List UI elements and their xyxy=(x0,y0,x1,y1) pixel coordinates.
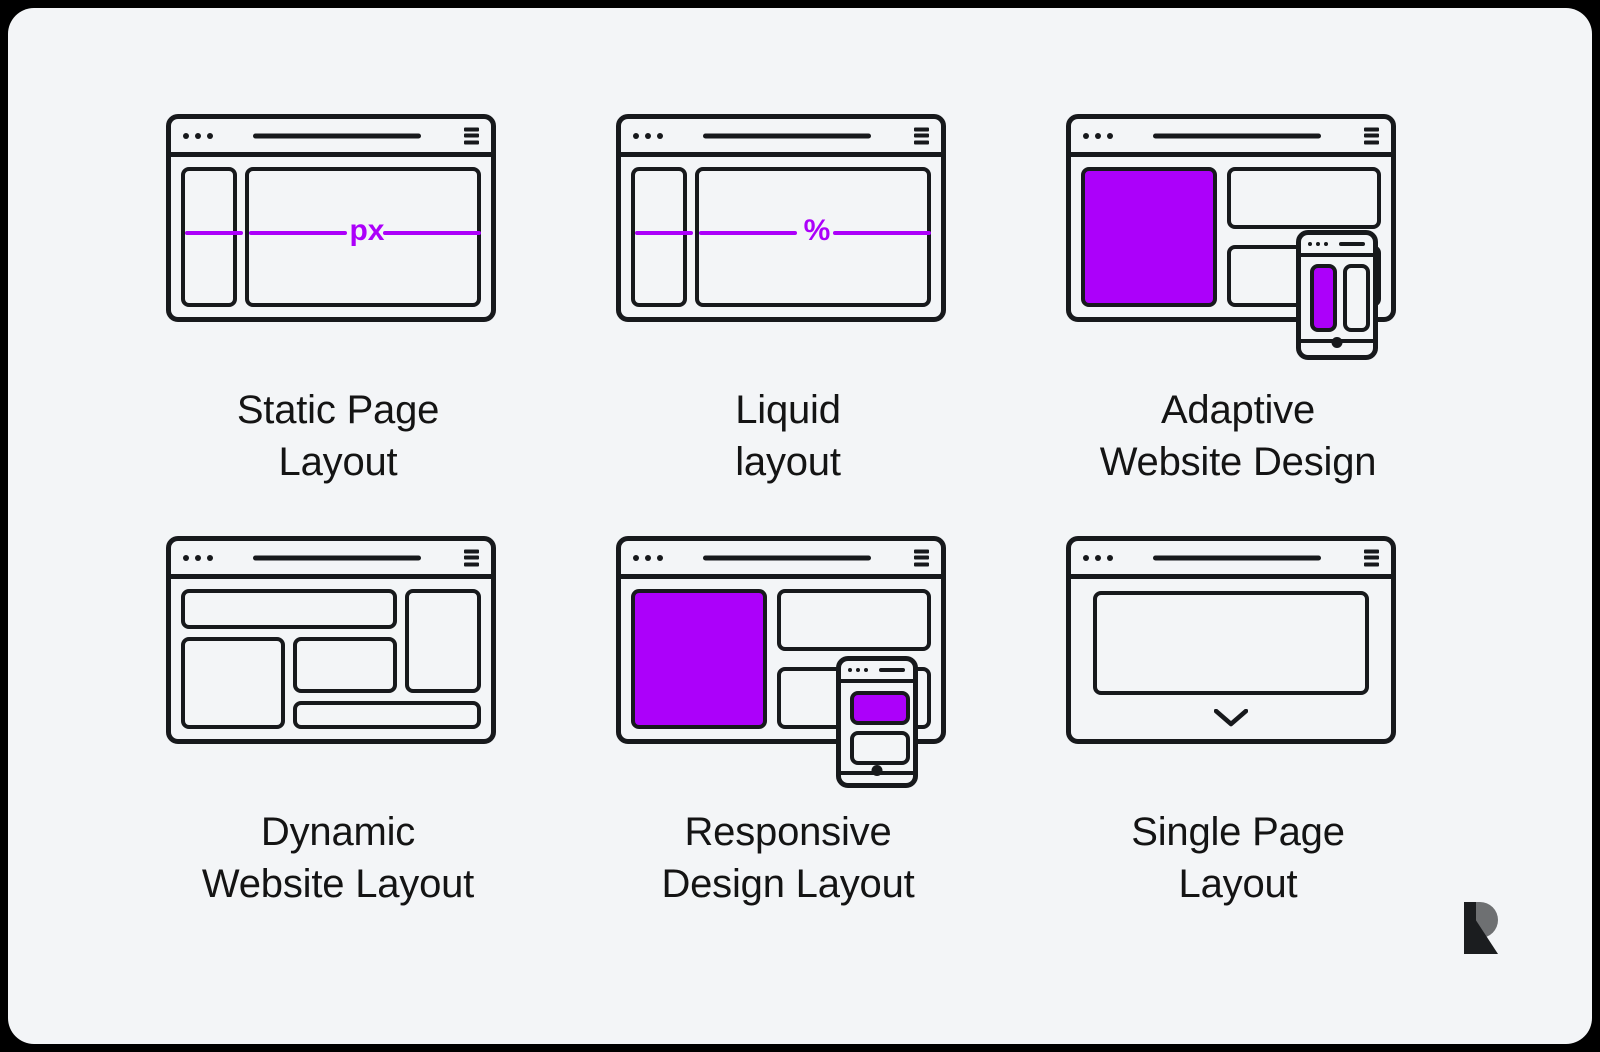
content-block-main xyxy=(245,167,481,307)
home-button-icon xyxy=(871,765,883,776)
measure-line-mid xyxy=(699,231,797,235)
address-bar-icon xyxy=(253,555,422,560)
mobile-block-secondary xyxy=(850,731,910,765)
browser-content xyxy=(171,579,491,739)
hamburger-menu-icon xyxy=(1364,127,1379,144)
content-block-hero xyxy=(631,589,767,729)
traffic-light-dots-icon xyxy=(1083,554,1113,561)
content-block-hero xyxy=(1081,167,1217,307)
traffic-light-dots-icon xyxy=(1308,242,1328,246)
mobile-device-mockup xyxy=(836,656,918,788)
content-block-top xyxy=(1227,167,1381,229)
browser-content: % xyxy=(621,157,941,317)
card-title: Liquid layout xyxy=(735,388,841,484)
browser-title-bar xyxy=(1071,541,1391,579)
traffic-light-dots-icon xyxy=(633,554,663,561)
card-title: Adaptive Website Design xyxy=(1099,388,1377,484)
content-block-secondary xyxy=(293,637,397,693)
poster-canvas: px Static Page Layout xyxy=(8,8,1592,1044)
content-block-sidebar xyxy=(405,589,481,693)
content-block-banner xyxy=(181,589,397,629)
browser-title-bar xyxy=(171,119,491,157)
traffic-light-dots-icon xyxy=(183,132,213,139)
hamburger-menu-icon xyxy=(464,549,479,566)
illustration-adaptive-website-design xyxy=(1008,106,1468,366)
browser-window: % xyxy=(616,114,946,322)
card-responsive-design-layout: Responsive Design Layout xyxy=(558,528,1018,910)
content-block-main xyxy=(695,167,931,307)
browser-title-bar xyxy=(171,541,491,579)
content-block-sidebar xyxy=(631,167,687,307)
card-static-page-layout: px Static Page Layout xyxy=(108,106,568,488)
browser-window xyxy=(166,536,496,744)
illustration-responsive-design-layout xyxy=(558,528,1018,788)
address-bar-icon xyxy=(703,133,872,138)
mobile-device-mockup xyxy=(1296,230,1378,360)
measure-line-left xyxy=(185,231,243,235)
mobile-title-bar xyxy=(1301,235,1373,257)
mobile-content xyxy=(841,683,913,783)
address-bar-icon xyxy=(253,133,422,138)
address-bar-icon xyxy=(703,555,872,560)
browser-content xyxy=(1071,579,1391,739)
mobile-block-hero xyxy=(1310,264,1337,332)
browser-window xyxy=(1066,114,1396,322)
card-dynamic-website-layout: Dynamic Website Layout xyxy=(108,528,568,910)
illustration-single-page-layout xyxy=(1008,528,1468,788)
browser-window xyxy=(1066,536,1396,744)
r-monogram-logo xyxy=(1464,902,1498,954)
illustration-static-page-layout: px xyxy=(108,106,568,366)
content-block-primary xyxy=(181,637,285,729)
browser-title-bar xyxy=(1071,119,1391,157)
hamburger-menu-icon xyxy=(914,127,929,144)
browser-title-bar xyxy=(621,119,941,157)
mobile-title-bar xyxy=(841,661,913,683)
card-adaptive-website-design: Adaptive Website Design xyxy=(1008,106,1468,488)
browser-window: px xyxy=(166,114,496,322)
mobile-content xyxy=(1301,257,1373,355)
browser-title-bar xyxy=(621,541,941,579)
content-block-hero xyxy=(1093,591,1369,695)
card-title: Dynamic Website Layout xyxy=(201,810,475,906)
address-bar-icon xyxy=(879,668,905,672)
address-bar-icon xyxy=(1153,133,1322,138)
traffic-light-dots-icon xyxy=(1083,132,1113,139)
unit-label: px xyxy=(349,214,385,247)
mobile-block-hero xyxy=(850,691,910,725)
card-liquid-layout: % Liquid layout xyxy=(558,106,1018,488)
traffic-light-dots-icon xyxy=(633,132,663,139)
address-bar-icon xyxy=(1153,555,1322,560)
unit-label: % xyxy=(803,214,831,247)
content-block-sidebar xyxy=(181,167,237,307)
content-block-top xyxy=(777,589,931,651)
card-title: Single Page Layout xyxy=(1131,810,1345,906)
hamburger-menu-icon xyxy=(464,127,479,144)
chevron-down-icon xyxy=(1214,709,1248,727)
content-block-footer xyxy=(293,701,481,729)
traffic-light-dots-icon xyxy=(848,668,868,672)
hamburger-menu-icon xyxy=(914,549,929,566)
hamburger-menu-icon xyxy=(1364,549,1379,566)
card-title: Static Page Layout xyxy=(236,388,440,484)
mobile-block-secondary xyxy=(1343,264,1370,332)
measure-line-right xyxy=(383,231,481,235)
card-title: Responsive Design Layout xyxy=(661,810,915,906)
measure-line-mid xyxy=(249,231,347,235)
home-button-icon xyxy=(1331,337,1343,348)
measure-line-right xyxy=(833,231,931,235)
layout-types-grid: px Static Page Layout xyxy=(8,8,1592,1044)
illustration-liquid-layout: % xyxy=(558,106,1018,366)
traffic-light-dots-icon xyxy=(183,554,213,561)
measure-line-left xyxy=(635,231,693,235)
card-single-page-layout: Single Page Layout xyxy=(1008,528,1468,910)
illustration-dynamic-website-layout xyxy=(108,528,568,788)
address-bar-icon xyxy=(1339,242,1365,246)
browser-content: px xyxy=(171,157,491,317)
